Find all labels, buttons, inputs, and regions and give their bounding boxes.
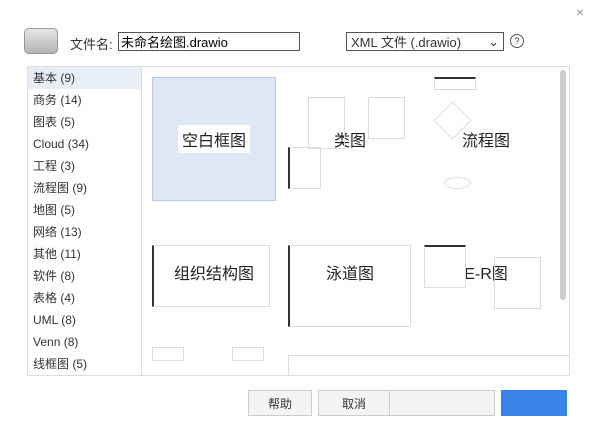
chevron-down-icon: ⌄ (488, 33, 499, 49)
category-item[interactable]: 网络 (13) (33, 225, 82, 239)
drive-icon (24, 28, 58, 54)
help-icon[interactable]: ? (510, 34, 524, 48)
cancel-button[interactable]: 取消 (318, 390, 390, 416)
format-value: XML 文件 (.drawio) (351, 35, 462, 50)
device-button[interactable] (389, 390, 495, 416)
category-item[interactable]: Cloud (34) (33, 137, 90, 151)
category-item[interactable]: Venn (8) (33, 335, 79, 349)
help-button[interactable]: 帮助 (248, 390, 312, 416)
template-flowchart[interactable]: 流程图 (424, 77, 548, 201)
scrollbar[interactable] (560, 70, 566, 300)
template-org-chart[interactable]: 组织结构图 (152, 217, 276, 327)
close-button[interactable]: × (576, 4, 585, 20)
template-class[interactable]: 类图 (288, 77, 412, 201)
category-item[interactable]: 工程 (3) (33, 159, 76, 173)
category-item[interactable]: 表格 (4) (33, 291, 76, 305)
template-swimlane[interactable]: 泳道图 (288, 217, 412, 327)
filename-input[interactable] (118, 32, 300, 51)
category-item[interactable]: 其他 (11) (33, 247, 81, 261)
template-gallery: 空白框图 类图 流程图 组织结构图 泳道图 E-R图 (142, 66, 570, 376)
category-item[interactable]: UML (8) (33, 313, 76, 327)
filename-label: 文件名: (70, 37, 113, 52)
category-item[interactable]: 线框图 (5) (33, 357, 88, 371)
category-item[interactable]: 图表 (5) (33, 115, 76, 129)
format-select[interactable]: XML 文件 (.drawio) ⌄ (346, 32, 504, 51)
category-list: 基本 (9) 商务 (14) 图表 (5) Cloud (34) 工程 (3) 流程图 (… (27, 66, 142, 376)
category-item[interactable]: 流程图 (9) (33, 181, 88, 195)
category-item[interactable]: 软件 (8) (33, 269, 76, 283)
category-item[interactable]: 地图 (5) (33, 203, 76, 217)
template-blank[interactable]: 空白框图 (152, 77, 276, 201)
template-er[interactable]: E-R图 (424, 217, 548, 327)
category-item[interactable]: 基本 (9) (28, 67, 141, 89)
category-item[interactable]: 商务 (14) (33, 93, 82, 107)
create-button[interactable] (501, 390, 567, 416)
